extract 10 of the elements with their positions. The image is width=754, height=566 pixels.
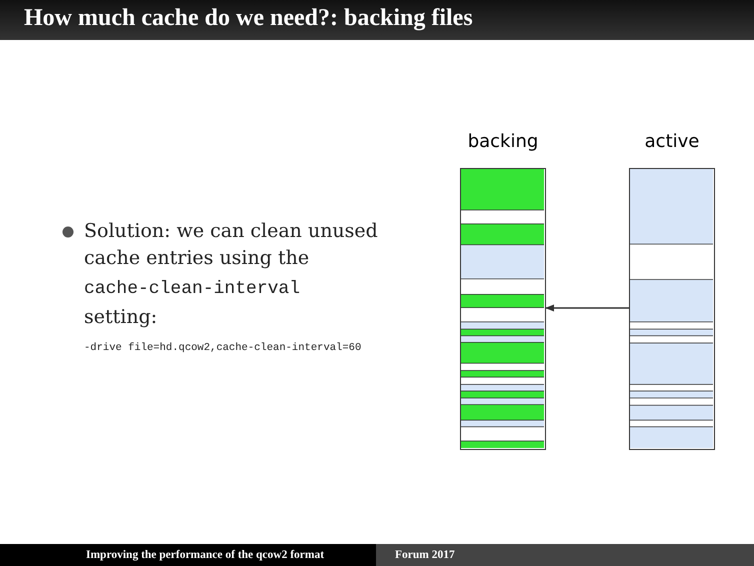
bullet-text: Solution: we can clean unused cache entries using the (84, 219, 379, 271)
column-heading: active (644, 131, 700, 152)
column-heading: backing (466, 131, 540, 152)
slide-title: How much cache do we need?: backing files (24, 5, 473, 32)
bullet-text: setting: (84, 305, 158, 330)
code-text: cache-clean-interval (84, 278, 300, 301)
arrow (545, 304, 629, 312)
footer-event: Forum 2017 (395, 548, 455, 563)
command-line-text: -drive file=hd.qcow2,cache-clean-interval=60 (84, 341, 362, 356)
footer-title: Improving the performance of the qcow2 format (86, 548, 324, 563)
